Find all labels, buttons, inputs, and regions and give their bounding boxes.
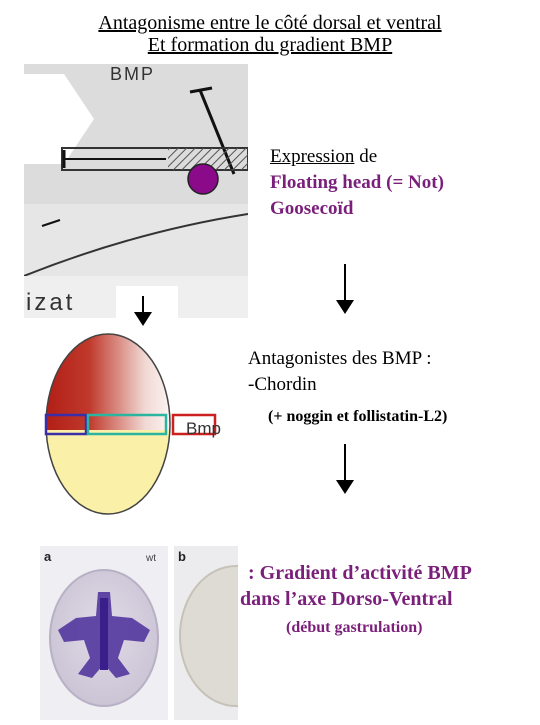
embryo-svg: Bmp	[44, 333, 221, 515]
expression-line-3: Goosecoïd	[270, 198, 354, 219]
down-arrow-3	[333, 444, 357, 496]
expression-word: Expression	[270, 146, 355, 167]
panel-a-label: a	[44, 549, 52, 564]
gradient-line-2: dans l’axe Dorso-Ventral	[240, 588, 453, 610]
expression-line-1: Expression de	[270, 144, 444, 170]
embryo-bmp-label: Bmp	[186, 419, 221, 438]
photo-panel-b: b	[174, 546, 293, 720]
antagonists-block: Antagonistes des BMP : -Chordin	[248, 346, 432, 398]
gradient-line-3: (début gastrulation)	[286, 619, 423, 636]
expression-block: Expression de Floating head (= Not) Goos…	[270, 144, 444, 222]
panel-a-tag: wt	[145, 553, 156, 564]
top-diagram-image: BMP izat	[23, 64, 249, 318]
expression-rest: de	[354, 146, 378, 167]
title-line-1: Antagonisme entre le côté dorsal et vent…	[98, 12, 442, 34]
top-bottom-label: izat	[26, 289, 75, 316]
expression-line-2: Floating head (= Not)	[270, 172, 444, 193]
down-arrow-1	[131, 296, 155, 326]
antagonists-line-2: -Chordin	[248, 374, 317, 395]
down-arrow-2	[333, 264, 357, 316]
title-line-2: Et formation du gradient BMP	[147, 34, 393, 56]
gradient-block: : Gradient d’activité BMP dans l’axe Dor…	[240, 560, 540, 640]
top-bmp-label: BMP	[110, 64, 155, 84]
gradient-line-1: : Gradient d’activité BMP	[248, 562, 472, 584]
top-diagram-svg: BMP izat	[23, 64, 249, 318]
antagonists-line-3: (+ noggin et follistatin-L2)	[268, 408, 448, 425]
embryo-diagram: Bmp	[40, 332, 240, 518]
photo-panel-a: a wt	[40, 546, 168, 720]
antagonists-line-1: Antagonistes des BMP :	[248, 348, 432, 369]
panel-b-label: b	[178, 549, 186, 564]
page-title: Antagonisme entre le côté dorsal et vent…	[0, 12, 540, 56]
